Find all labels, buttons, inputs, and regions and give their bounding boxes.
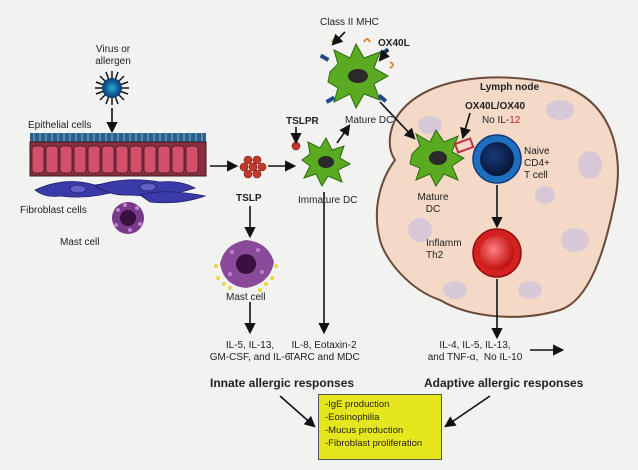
- tslpr-label: TSLPR: [286, 116, 319, 127]
- immature-dc-icon: [301, 136, 352, 188]
- lymph-node-label: Lymph node: [480, 82, 540, 93]
- mature-dc-top-label: Mature DC: [345, 115, 394, 126]
- outcome-item: -IgE production: [325, 399, 390, 410]
- virus-icon: [95, 71, 129, 105]
- arrow-ox40l-pointer: [378, 49, 390, 62]
- naive-t-cell-icon: [472, 134, 522, 184]
- outcome-box: -IgE production -Eosinophilia -Mucus pro…: [318, 394, 442, 460]
- virus-label: Virus or allergen: [95, 44, 131, 67]
- immature-dc-label: Immature DC: [298, 195, 358, 206]
- mature-dc-node-icon: [409, 129, 465, 187]
- outcome-item: -Mucus production: [325, 425, 404, 436]
- dc-cytokines-label: IL-8, Eotaxin-2 TARC and MDC: [288, 340, 360, 363]
- outcome-item: -Fibroblast proliferation: [325, 438, 423, 449]
- arrow-innate-to-box: [279, 395, 316, 428]
- arrow-ox40-pointer: [460, 112, 471, 140]
- inflamm-th2-cell-icon: [472, 228, 522, 278]
- ox40l-label: OX40L: [378, 38, 410, 49]
- ox40l-ox40-bond-icon: [453, 137, 475, 154]
- mast-cell-2-icon: [214, 240, 278, 292]
- mast-cell-1-label: Mast cell: [60, 237, 100, 248]
- tslp-cluster-icon: [239, 155, 267, 179]
- arrow-class-ii-pointer: [331, 31, 346, 46]
- naive-t-cell-label: Naive CD4+ T cell: [524, 146, 550, 181]
- fibroblast-layer: [34, 179, 207, 204]
- no-il12-prefix: No IL-: [482, 115, 510, 126]
- epithelial-layer: [29, 133, 207, 177]
- arrows: [106, 31, 565, 428]
- inflamm-th2-label: Inflamm Th2: [426, 238, 462, 261]
- lymph-node-follicles: [408, 100, 602, 299]
- epithelial-label: Epithelial cells: [28, 120, 92, 131]
- adaptive-heading: Adaptive allergic responses: [424, 376, 584, 390]
- no-il12-number: 12: [509, 115, 521, 126]
- arrow-dc-to-mature: [336, 124, 351, 144]
- innate-heading: Innate allergic responses: [210, 376, 355, 390]
- th2-cytokines-label: IL-4, IL-5, IL-13, and TNF-α, No IL-10: [427, 340, 523, 363]
- tslpr-receptor-icon: [291, 141, 301, 151]
- mast-cell-1-icon: [112, 202, 144, 234]
- mast-cytokines-label: IL-5, IL-13, GM-CSF, and IL-6: [209, 340, 291, 363]
- no-il12-label: No IL-12: [482, 115, 520, 127]
- class-ii-mhc-label: Class II MHC: [320, 17, 379, 28]
- fibroblast-label: Fibroblast cells: [20, 205, 87, 216]
- mature-dc-top-icon: [319, 38, 394, 110]
- arrow-mature-to-node: [379, 101, 416, 140]
- tslp-label: TSLP: [236, 193, 262, 204]
- mature-dc-node-label: Mature DC: [417, 192, 449, 215]
- ox40l-ox40-label: OX40L/OX40: [465, 101, 526, 112]
- mast-cell-2-label: Mast cell: [226, 292, 266, 303]
- outcome-item: -Eosinophilia: [325, 412, 380, 423]
- arrow-adaptive-to-box: [444, 395, 491, 428]
